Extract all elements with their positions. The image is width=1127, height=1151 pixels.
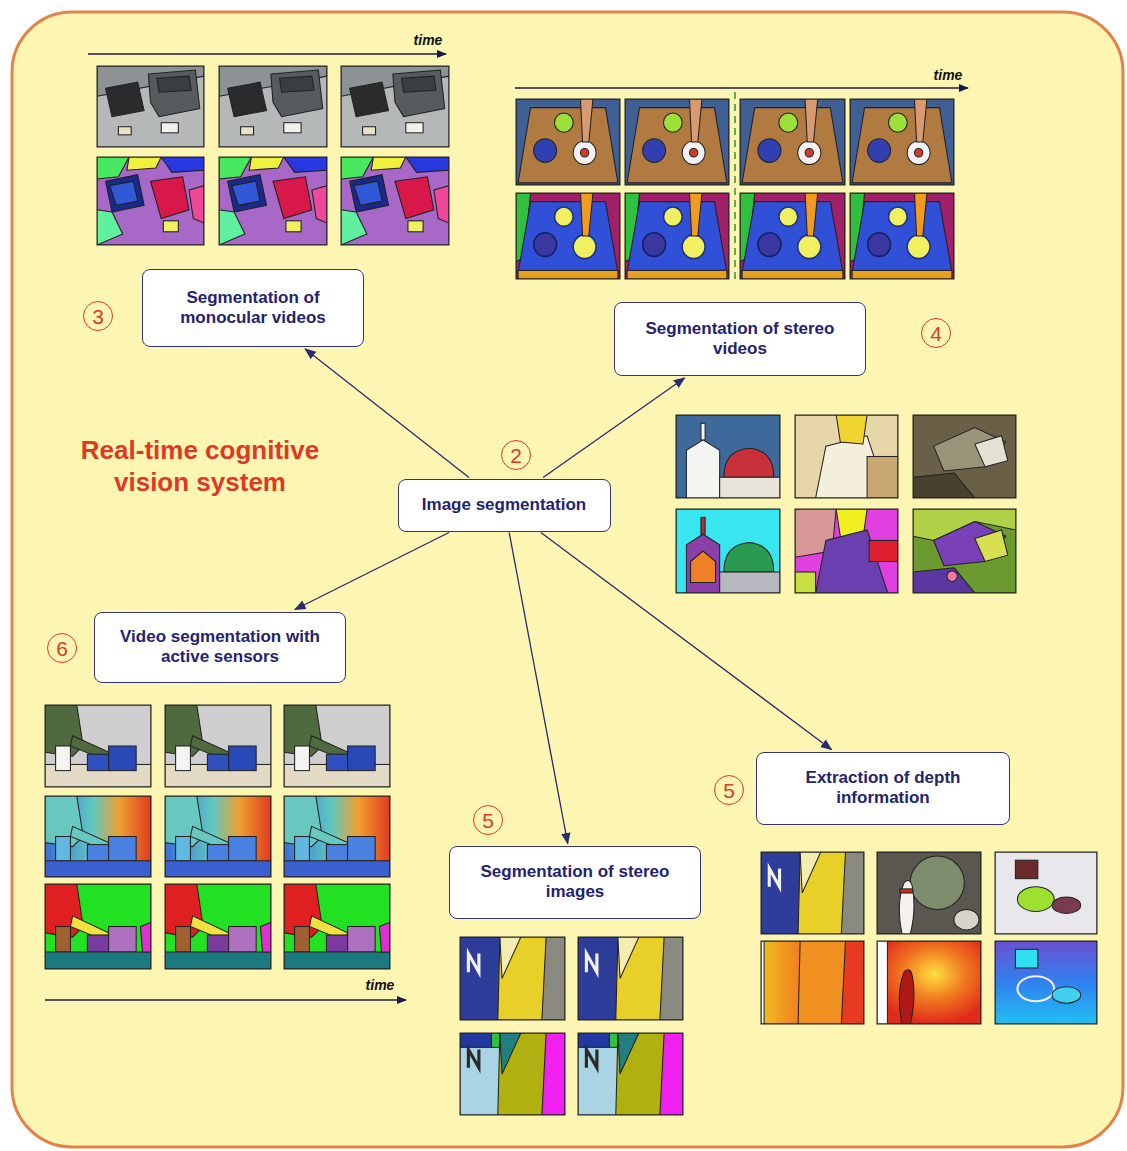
segment-map bbox=[341, 157, 449, 245]
segment-map bbox=[284, 884, 390, 969]
segment-map bbox=[913, 509, 1016, 593]
arrow-connector bbox=[543, 378, 684, 478]
callout-circle: 6 bbox=[47, 633, 77, 663]
video-frame bbox=[516, 99, 620, 185]
divider-line bbox=[734, 92, 736, 284]
callout-number: 6 bbox=[56, 638, 68, 659]
callout-number: 5 bbox=[482, 810, 494, 831]
segment-map bbox=[97, 157, 204, 245]
segment-map bbox=[625, 193, 729, 279]
video-frame bbox=[45, 705, 151, 787]
depth-examples bbox=[761, 852, 1097, 1024]
diagram-title: Real-time cognitive vision system bbox=[40, 434, 360, 499]
arrow-connector bbox=[509, 533, 568, 844]
segment-map bbox=[850, 193, 954, 279]
segment-map bbox=[795, 509, 898, 593]
video-frame bbox=[284, 705, 390, 787]
segment-map bbox=[460, 1033, 565, 1115]
photo bbox=[795, 415, 898, 498]
box-label: Segmentation of stereo images bbox=[462, 862, 688, 903]
segment-map bbox=[165, 884, 271, 969]
box-label: Image segmentation bbox=[422, 495, 586, 515]
arrow-connector bbox=[305, 349, 469, 478]
photo bbox=[877, 852, 981, 934]
time-axis bbox=[88, 53, 446, 54]
arrow-connector bbox=[295, 533, 449, 610]
active-sensor-frames bbox=[45, 705, 390, 969]
axis-label: time bbox=[366, 977, 395, 993]
photo bbox=[676, 415, 780, 498]
video-frame bbox=[625, 99, 729, 185]
axis-label: time bbox=[414, 32, 443, 48]
process-box: Image segmentation bbox=[398, 479, 611, 532]
stereo-image-pair bbox=[460, 937, 683, 1115]
box-label: Video segmentation with active sensors bbox=[107, 627, 333, 668]
segment-map bbox=[578, 1033, 683, 1115]
video-frame bbox=[165, 705, 271, 787]
segment-map bbox=[676, 509, 780, 593]
time-axis bbox=[45, 999, 406, 1000]
segment-map bbox=[516, 193, 620, 279]
time-axis bbox=[515, 87, 968, 88]
callout-circle: 5 bbox=[714, 775, 744, 805]
video-frame bbox=[219, 66, 327, 147]
box-label: Segmentation of stereo videos bbox=[627, 319, 853, 360]
video-frame bbox=[740, 99, 845, 185]
photo bbox=[578, 937, 683, 1020]
process-box: Segmentation of monocular videos bbox=[142, 269, 364, 347]
arrow-connector bbox=[541, 533, 832, 750]
depth-map bbox=[284, 796, 390, 877]
callout-circle: 4 bbox=[921, 318, 951, 348]
system-panel bbox=[12, 12, 1123, 1147]
process-box: Segmentation of stereo videos bbox=[614, 302, 866, 376]
callout-number: 5 bbox=[723, 780, 735, 801]
video-frame bbox=[341, 66, 449, 147]
axis-label: time bbox=[934, 67, 963, 83]
segment-map bbox=[740, 193, 845, 279]
depth-map bbox=[45, 796, 151, 877]
photo bbox=[995, 852, 1097, 934]
process-box: Video segmentation with active sensors bbox=[94, 612, 346, 683]
depth-map bbox=[995, 941, 1097, 1024]
video-frame bbox=[97, 66, 204, 147]
photo bbox=[761, 852, 864, 934]
segment-map bbox=[219, 157, 327, 245]
depth-map bbox=[761, 941, 864, 1024]
still-image-examples bbox=[676, 415, 1016, 593]
segment-map bbox=[45, 884, 151, 969]
callout-circle: 2 bbox=[501, 440, 531, 470]
callout-circle: 3 bbox=[83, 301, 113, 331]
box-label: Segmentation of monocular videos bbox=[155, 288, 351, 329]
process-box: Segmentation of stereo images bbox=[449, 846, 701, 919]
process-box: Extraction of depth information bbox=[756, 752, 1010, 825]
video-frame bbox=[850, 99, 954, 185]
callout-number: 3 bbox=[92, 306, 104, 327]
depth-map bbox=[165, 796, 271, 877]
monocular-video-frames bbox=[97, 66, 449, 245]
box-label: Extraction of depth information bbox=[769, 768, 997, 809]
photo bbox=[913, 415, 1016, 498]
callout-circle: 5 bbox=[473, 805, 503, 835]
callout-number: 2 bbox=[510, 445, 522, 466]
photo bbox=[460, 937, 565, 1020]
depth-map bbox=[877, 941, 981, 1024]
callout-number: 4 bbox=[930, 323, 942, 344]
